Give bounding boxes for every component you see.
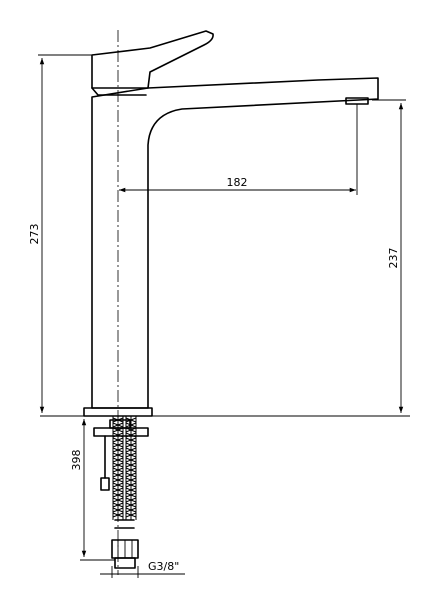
hose-length-label: 398 [70,450,83,471]
lever-handle [91,30,214,96]
dimension-outlet-height: 237 [372,99,406,413]
faucet-body [83,77,379,417]
supply-hoses [111,416,139,569]
mounting-assembly [40,415,410,491]
spout-reach-label: 182 [227,176,248,189]
outlet-height-label: 237 [387,248,400,269]
dimension-thread: G3/8" [100,560,185,578]
dimension-spout-reach: 182 [119,104,358,195]
thread-label: G3/8" [148,560,179,573]
dimension-hose-length: 398 [70,419,115,561]
dimension-total-height: 273 [28,54,92,413]
total-height-label: 273 [28,224,41,245]
